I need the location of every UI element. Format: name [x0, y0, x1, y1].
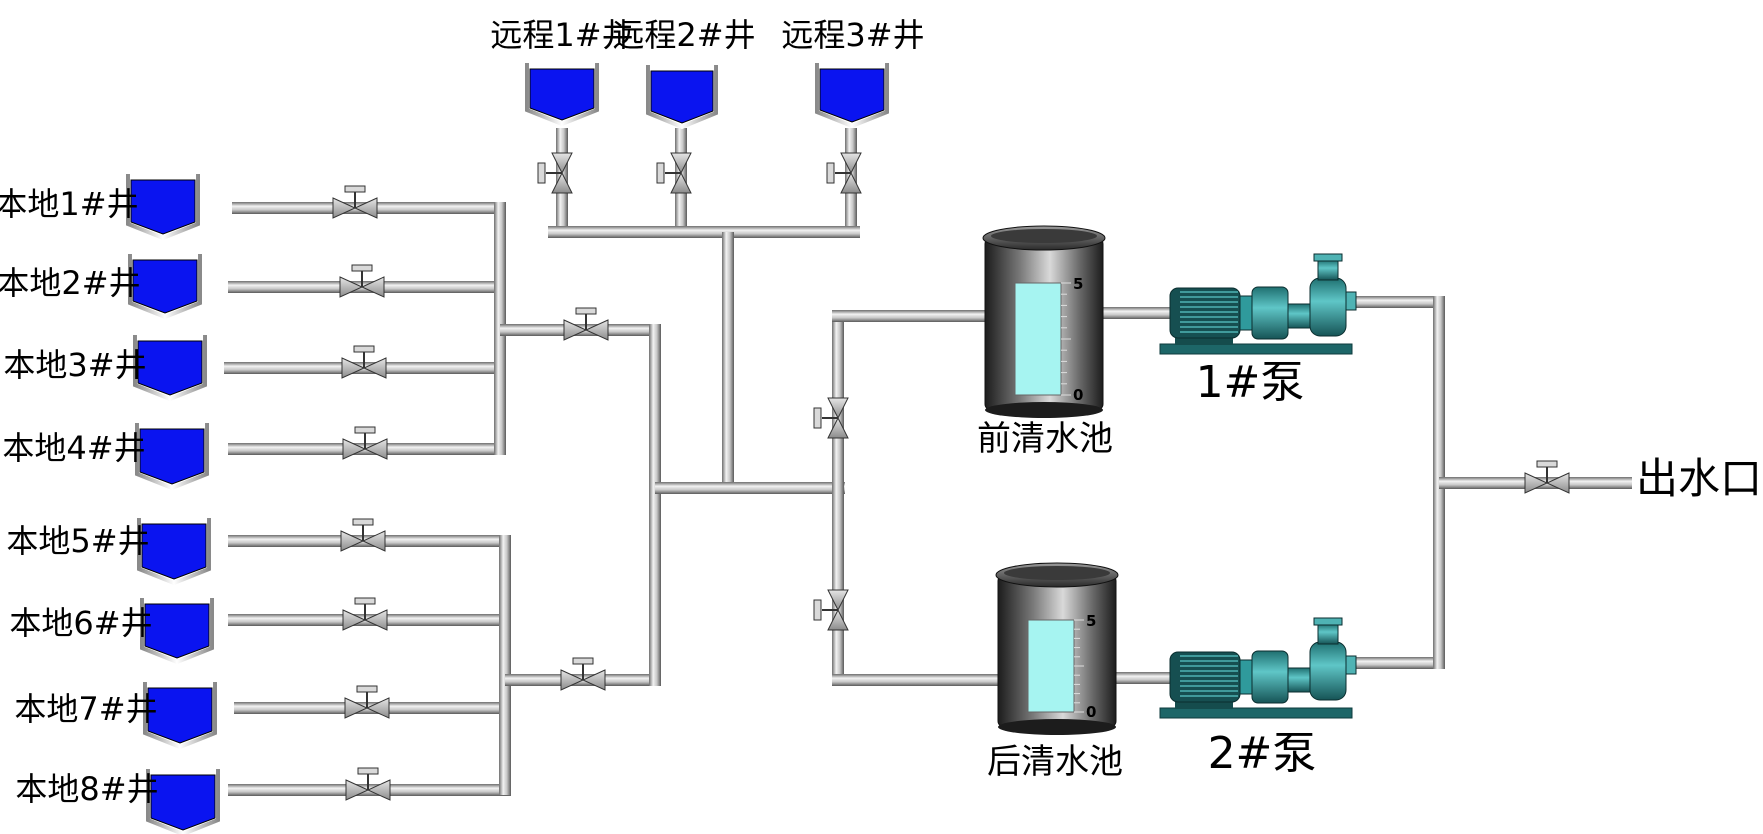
- remote-well-2-valve[interactable]: [656, 152, 692, 194]
- remote-well-1-icon[interactable]: [525, 63, 599, 127]
- remote-well-3-valve[interactable]: [826, 152, 862, 194]
- rear-tank-valve[interactable]: [813, 589, 849, 631]
- pump-2-icon[interactable]: [1159, 617, 1357, 719]
- local-well-5-valve[interactable]: [340, 518, 386, 552]
- remote-header-pipe: [548, 226, 860, 238]
- well-layer: [126, 63, 889, 834]
- gauge-min-label: 0: [1073, 386, 1083, 404]
- local-well-7-valve[interactable]: [344, 685, 390, 719]
- main-riser-pipe: [649, 324, 661, 686]
- local-well-4-icon[interactable]: [135, 423, 209, 491]
- local-well-5-label: 本地5#井: [6, 522, 149, 560]
- local-well-7-label: 本地7#井: [14, 690, 157, 728]
- local-well-3-icon[interactable]: [133, 335, 207, 402]
- gauge-min-label: 0: [1086, 703, 1096, 721]
- rear-tank-inlet-pipe: [832, 674, 1025, 686]
- valve-layer: [332, 152, 1570, 801]
- collector-b-valve[interactable]: [560, 657, 606, 691]
- pump-1-label: 1#泵: [1196, 357, 1305, 408]
- pump-layer: [1159, 253, 1357, 719]
- label-layer: 远程1#井远程2#井远程3#井本地1#井本地2#井本地3#井本地4#井本地5#井…: [0, 16, 1762, 808]
- local-well-7-icon[interactable]: [143, 682, 217, 750]
- local-well-1-valve[interactable]: [332, 185, 378, 219]
- remote-well-2-icon[interactable]: [646, 65, 718, 130]
- local-well-6-icon[interactable]: [140, 598, 214, 665]
- local-well-3-valve[interactable]: [341, 345, 387, 379]
- gauge-max-label: 5: [1086, 612, 1096, 630]
- pump-2-label: 2#泵: [1208, 728, 1317, 779]
- local-well-2-icon[interactable]: [128, 254, 202, 320]
- remote-well-3-label: 远程3#井: [781, 16, 924, 54]
- remote-well-2-label: 远程2#井: [612, 16, 755, 54]
- remote-well-3-icon[interactable]: [815, 63, 889, 129]
- tank-level-gauge: [1027, 619, 1075, 713]
- front-tank-label: 前清水池: [977, 419, 1113, 459]
- front-tank-inlet-pipe: [832, 310, 1012, 322]
- gauge-max-label: 5: [1073, 275, 1083, 293]
- outlet-label: 出水口: [1636, 454, 1762, 503]
- local-well-2-label: 本地2#井: [0, 264, 141, 302]
- pump-1-icon[interactable]: [1159, 253, 1357, 355]
- collector-b-pipe: [499, 535, 511, 795]
- outlet-valve[interactable]: [1524, 460, 1570, 494]
- local-well-6-valve[interactable]: [342, 597, 388, 631]
- local-well-4-label: 本地4#井: [2, 429, 145, 467]
- pump-2-discharge-pipe: [1355, 657, 1445, 669]
- tank-level-gauge: [1014, 282, 1062, 396]
- local-well-2-valve[interactable]: [339, 264, 385, 298]
- local-well-8-icon[interactable]: [146, 769, 220, 834]
- collector-a-valve[interactable]: [563, 307, 609, 341]
- front-clear-water-tank[interactable]: 50: [982, 225, 1106, 418]
- main-trunk-pipe: [655, 482, 845, 494]
- local-well-8-valve[interactable]: [345, 767, 391, 801]
- pump-1-suction-pipe: [1103, 307, 1170, 319]
- local-well-1-icon[interactable]: [126, 174, 200, 241]
- local-well-5-icon[interactable]: [137, 518, 211, 586]
- local-well-6-label: 本地6#井: [9, 604, 152, 642]
- pump-2-suction-pipe: [1113, 672, 1170, 684]
- rear-clear-water-tank[interactable]: 50: [995, 562, 1119, 735]
- local-well-4-valve[interactable]: [342, 426, 388, 460]
- local-well-1-label: 本地1#井: [0, 185, 139, 223]
- pump-1-discharge-pipe: [1355, 296, 1445, 308]
- rear-tank-label: 后清水池: [987, 742, 1123, 782]
- front-tank-valve[interactable]: [813, 397, 849, 439]
- remote-well-1-valve[interactable]: [537, 152, 573, 194]
- pipe-network: [224, 128, 1632, 796]
- local-well-3-label: 本地3#井: [3, 346, 146, 384]
- remote-well-1-label: 远程1#井: [490, 16, 633, 54]
- remote-drop-pipe: [722, 232, 734, 482]
- local-well-8-label: 本地8#井: [15, 770, 158, 808]
